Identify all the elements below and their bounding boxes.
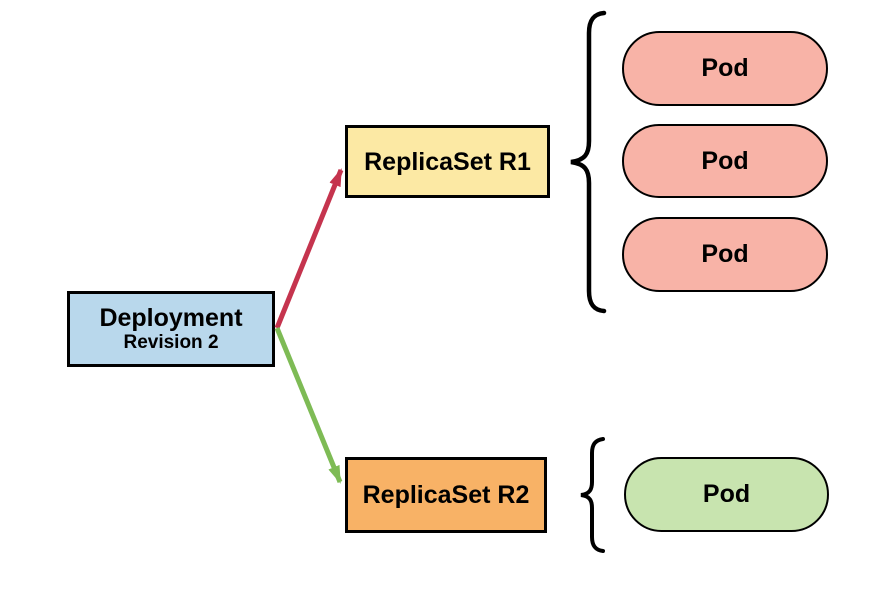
replicaset-r1-label: ReplicaSet R1 bbox=[364, 147, 531, 176]
pod-r1-2-label: Pod bbox=[701, 146, 749, 175]
pod-r2-1: Pod bbox=[624, 457, 829, 532]
deployment-title: Deployment bbox=[99, 304, 243, 333]
arrow-deployment-to-r2 bbox=[274, 327, 343, 484]
brace-r1-pods bbox=[570, 10, 607, 314]
replicaset-r1-box: ReplicaSet R1 bbox=[345, 125, 550, 198]
deployment-revision-label: Revision 2 bbox=[123, 332, 219, 354]
pod-r2-1-label: Pod bbox=[702, 480, 751, 508]
arrow-deployment-to-r1 bbox=[274, 168, 344, 329]
pod-r1-2: Pod bbox=[622, 124, 828, 198]
pod-r1-1-label: Pod bbox=[701, 54, 749, 82]
pod-r1-3-label: Pod bbox=[701, 240, 749, 268]
replicaset-r2-label: ReplicaSet R2 bbox=[362, 481, 530, 509]
pod-r1-3: Pod bbox=[622, 217, 828, 292]
replicaset-r2-box: ReplicaSet R2 bbox=[345, 457, 547, 533]
brace-r2-pods bbox=[580, 437, 605, 553]
pod-r1-1: Pod bbox=[622, 31, 828, 106]
deployment-box: Deployment Revision 2 bbox=[67, 291, 275, 367]
